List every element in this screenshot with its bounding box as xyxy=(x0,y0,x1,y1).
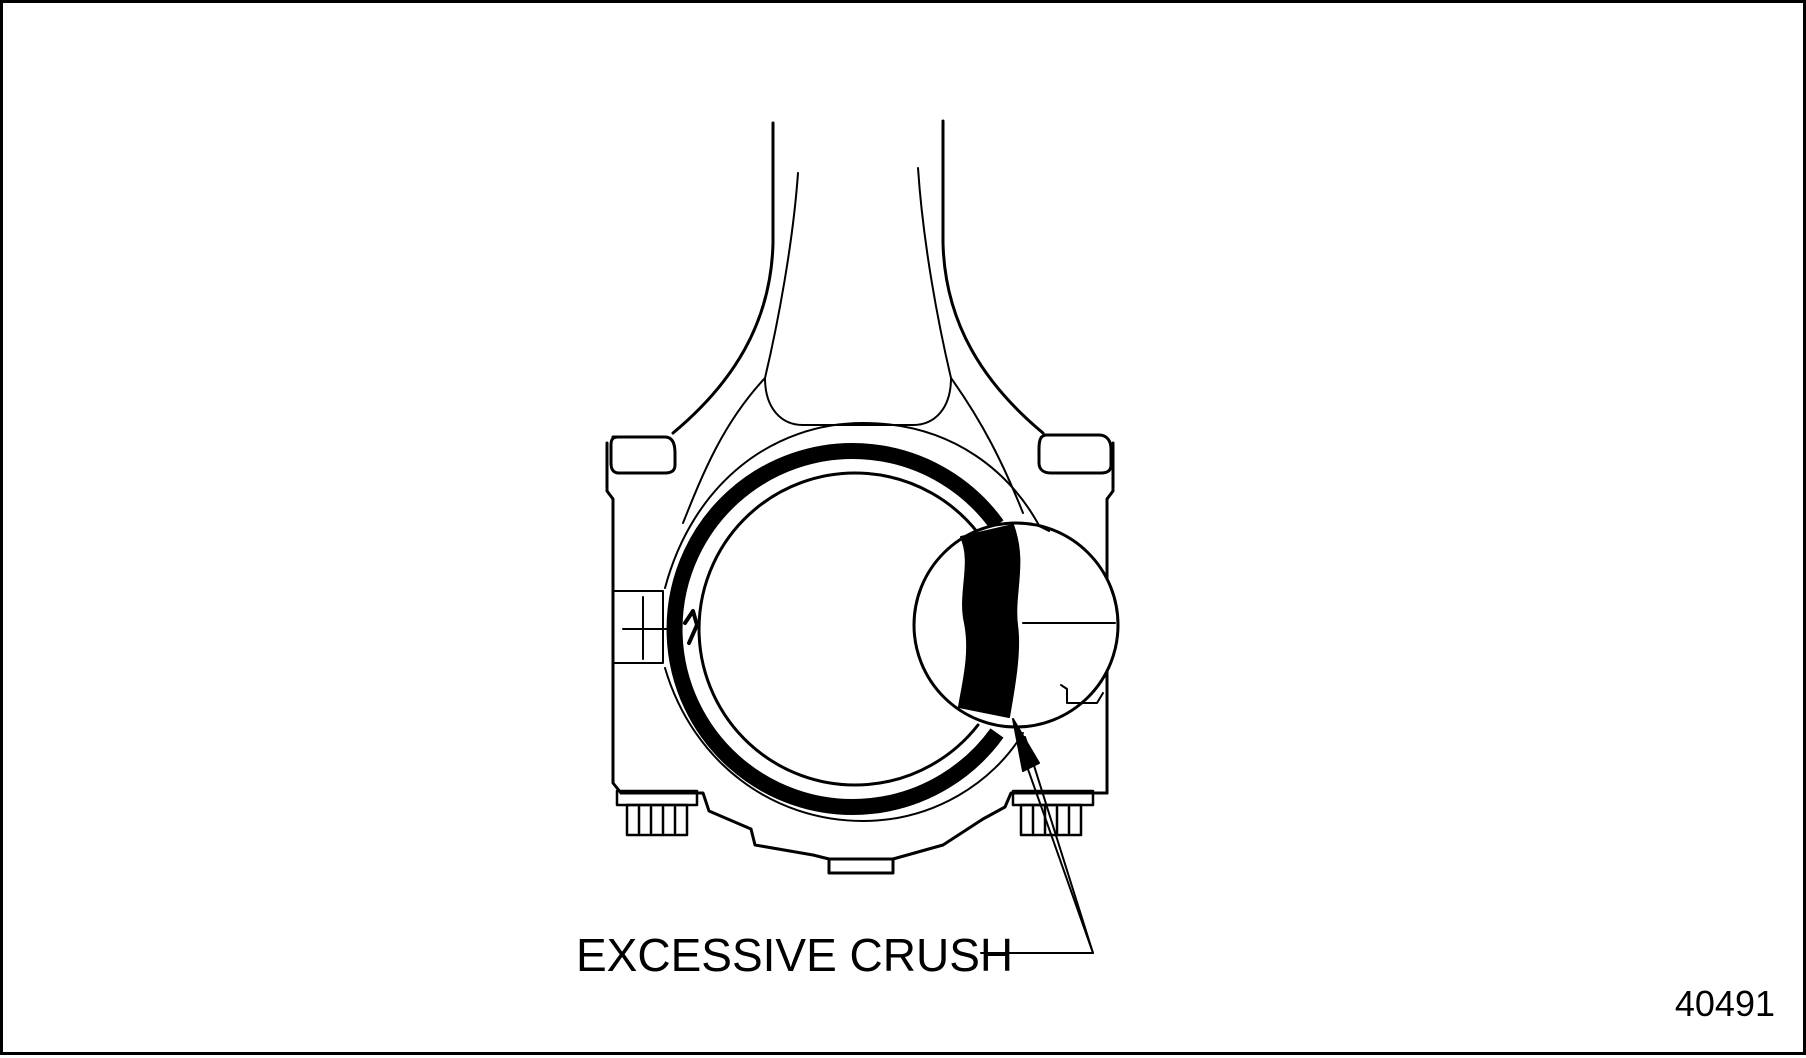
figure-number: 40491 xyxy=(1674,983,1775,1024)
bearing-shell xyxy=(666,443,1004,815)
cap-bolts xyxy=(615,789,1095,837)
connecting-rod-drawing xyxy=(605,119,1120,954)
excessive-crush-label: EXCESSIVE CRUSH xyxy=(576,929,1014,981)
rod-shank xyxy=(671,119,1045,524)
magnified-detail xyxy=(912,521,1120,729)
rod-big-end xyxy=(605,422,1115,875)
leader-arrow xyxy=(980,718,1094,954)
